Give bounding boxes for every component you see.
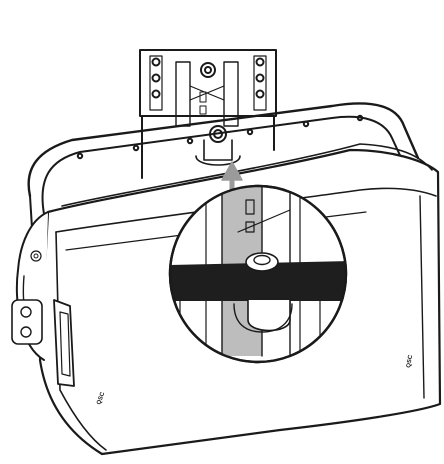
clamp-band [170,261,346,301]
mount-hole-icon [255,89,265,99]
magnified-detail [168,184,348,364]
logo-badge: QSC QSC [96,354,414,406]
mount-hole-icon [151,89,161,99]
pivot-bolt-icon [200,62,216,78]
logo-text: QSC [96,391,106,406]
mount-hole-icon [151,57,161,67]
wall-mount-plate [139,49,277,179]
mount-hole-icon [151,73,161,83]
logo-text: QSC [406,354,414,369]
side-knob-icon [30,250,42,262]
side-handle-icon [53,299,75,387]
mount-hole-icon [255,57,265,67]
yoke-center-bolt-icon [209,125,227,143]
mount-hole-icon [255,73,265,83]
side-connector-icon [11,299,43,345]
